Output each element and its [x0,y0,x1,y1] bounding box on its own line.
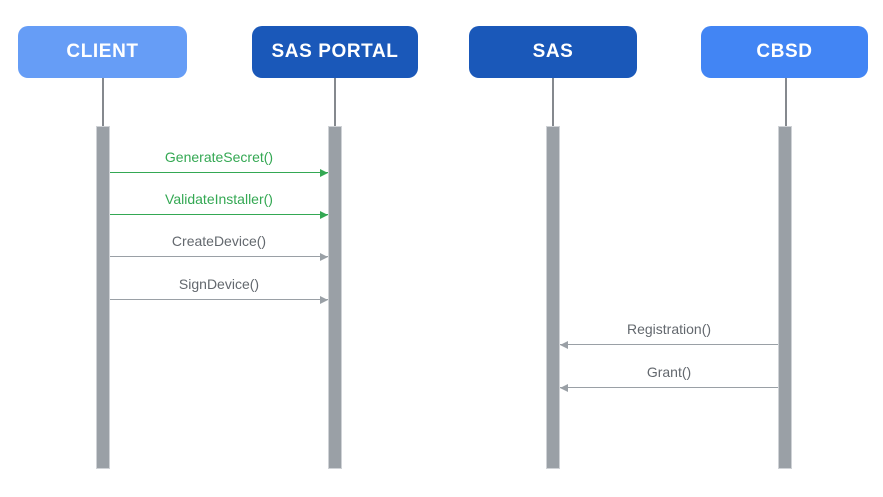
actor-label-cbsd: CBSD [756,41,813,62]
actor-box-sas: SAS [469,26,637,78]
message-registration-label: Registration() [626,321,712,337]
actor-box-client: CLIENT [18,26,187,78]
arrowhead-left-icon [560,341,568,349]
activation-bar-sas [546,126,560,469]
actor-label-sas: SAS [532,41,574,62]
message-validate-installer: ValidateInstaller() [110,185,328,219]
actor-label-client: CLIENT [66,41,139,62]
arrowhead-right-icon [320,211,328,219]
actor-box-cbsd: CBSD [701,26,868,78]
message-grant: Grant() [560,358,778,392]
lifeline-cbsd [785,78,787,126]
actor-box-sas-portal: SAS PORTAL [252,26,418,78]
message-grant-label: Grant() [646,364,692,380]
message-create-device-label: CreateDevice() [171,233,267,249]
message-grant-line [560,386,778,388]
arrowhead-right-icon [320,296,328,304]
message-generate-secret-line [110,171,328,173]
message-create-device: CreateDevice() [110,227,328,261]
message-sign-device-line [110,298,328,300]
message-sign-device: SignDevice() [110,270,328,304]
message-create-device-line [110,255,328,257]
message-validate-installer-label: ValidateInstaller() [165,191,273,207]
message-validate-installer-line [110,213,328,215]
message-generate-secret-label: GenerateSecret() [164,149,274,165]
message-registration: Registration() [560,315,778,349]
message-registration-line [560,343,778,345]
activation-bar-client [96,126,110,469]
message-sign-device-label: SignDevice() [178,276,260,292]
lifeline-sas-portal [334,78,336,126]
message-generate-secret: GenerateSecret() [110,143,328,177]
activation-bar-cbsd [778,126,792,469]
activation-bar-sas-portal [328,126,342,469]
arrowhead-right-icon [320,253,328,261]
lifeline-sas [552,78,554,126]
lifeline-client [102,78,104,126]
arrowhead-left-icon [560,384,568,392]
arrowhead-right-icon [320,169,328,177]
actor-label-sas-portal: SAS PORTAL [271,41,399,62]
